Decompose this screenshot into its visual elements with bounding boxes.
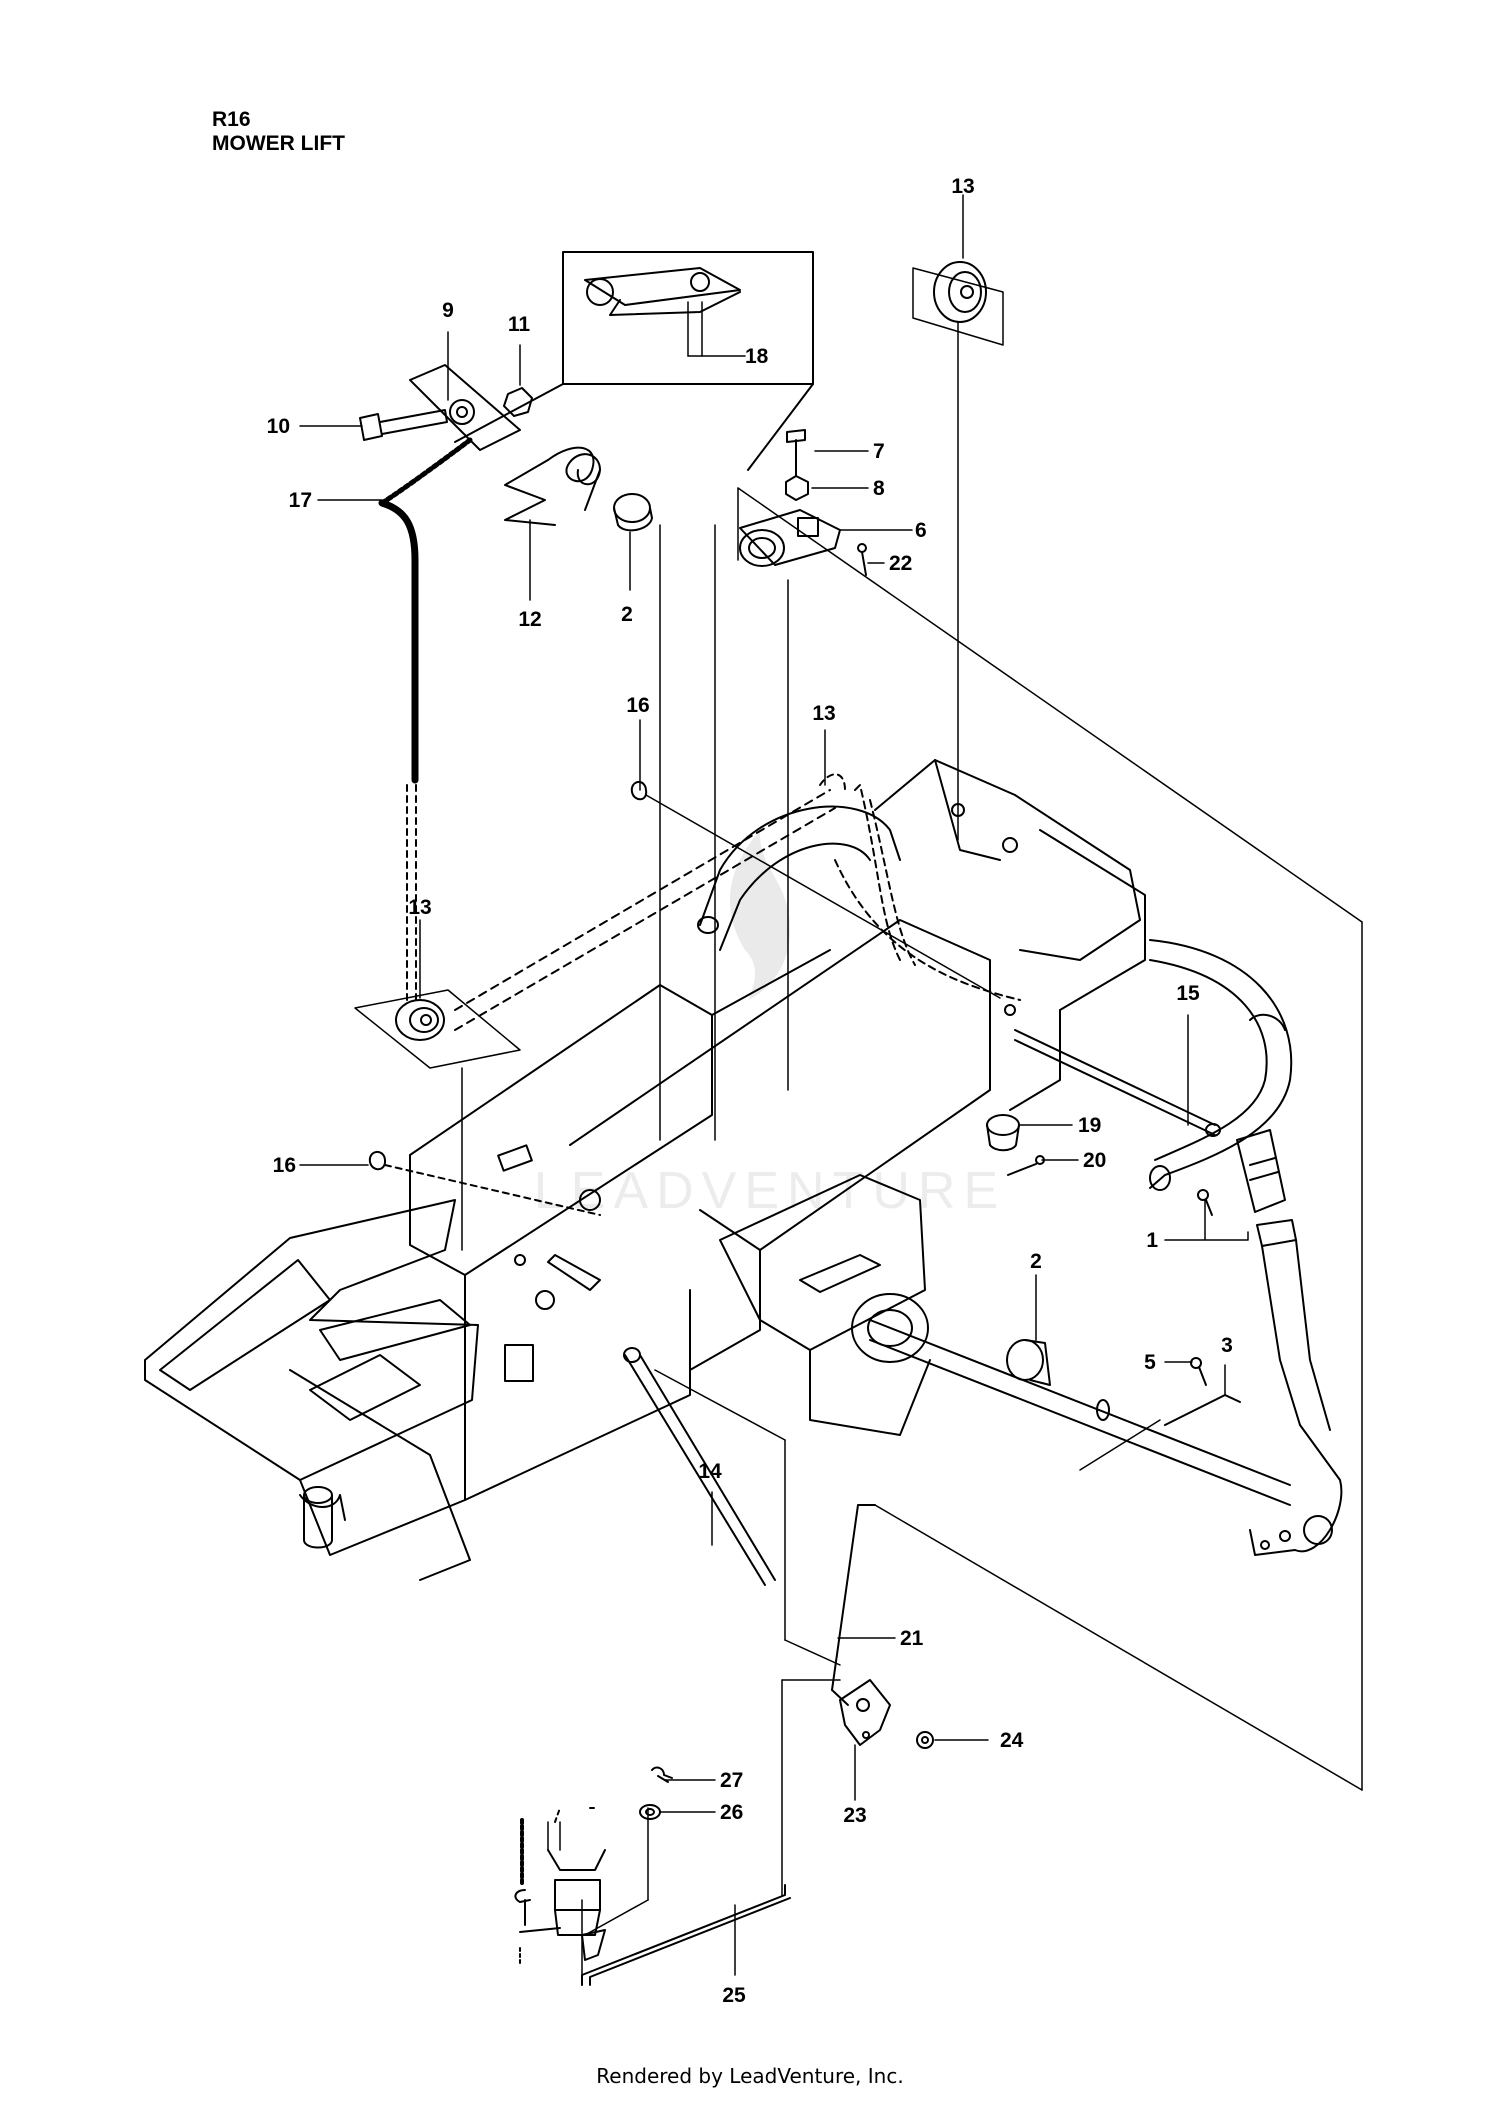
callout-5: 5 bbox=[1144, 1351, 1156, 1374]
inset-detail-box bbox=[454, 251, 814, 471]
rod-15 bbox=[1014, 1029, 1221, 1137]
callout-26: 26 bbox=[720, 1801, 743, 1824]
clip-16-upper bbox=[630, 781, 1001, 999]
nut-24 bbox=[916, 1731, 934, 1749]
callout-19: 19 bbox=[1078, 1114, 1101, 1137]
callout-2-upper: 2 bbox=[621, 603, 633, 626]
callout-17: 17 bbox=[289, 489, 312, 512]
callout-25: 25 bbox=[722, 1984, 746, 2007]
lift-handle-loop bbox=[1149, 939, 1293, 1191]
callout-22: 22 bbox=[889, 552, 912, 575]
callout-7: 7 bbox=[873, 440, 885, 463]
pulley-13-left bbox=[354, 789, 836, 1251]
callout-14: 14 bbox=[698, 1460, 722, 1483]
callout-leaders bbox=[299, 194, 1249, 1976]
pin-20 bbox=[1007, 1155, 1045, 1176]
callout-13-center: 13 bbox=[812, 702, 835, 725]
callout-18: 18 bbox=[745, 345, 769, 368]
pin-27 bbox=[651, 1766, 673, 1783]
bushing-2-upper bbox=[613, 493, 661, 1141]
clip-16-lower bbox=[368, 1151, 601, 1216]
callout-23: 23 bbox=[843, 1804, 866, 1827]
callout-9: 9 bbox=[442, 299, 454, 322]
diagram-code: R16 bbox=[212, 108, 251, 131]
callout-24: 24 bbox=[1000, 1729, 1024, 1752]
callout-12: 12 bbox=[518, 608, 541, 631]
callout-16-lower: 16 bbox=[273, 1154, 296, 1177]
leader-line bbox=[737, 487, 1363, 923]
washer-26 bbox=[639, 1804, 661, 1820]
callout-8: 8 bbox=[873, 477, 885, 500]
callout-3: 3 bbox=[1221, 1334, 1233, 1357]
bolt-5 bbox=[1190, 1357, 1207, 1386]
callout-16-upper: 16 bbox=[626, 694, 649, 717]
callout-2-lower: 2 bbox=[1030, 1250, 1042, 1273]
callout-10: 10 bbox=[267, 415, 290, 438]
callout-20: 20 bbox=[1083, 1149, 1106, 1172]
callout-13-top: 13 bbox=[951, 175, 974, 198]
callout-15: 15 bbox=[1176, 982, 1200, 1005]
rod-25 bbox=[581, 1679, 841, 1986]
footer-credit: Rendered by LeadVenture, Inc. bbox=[596, 2064, 904, 2088]
bolt-1-screw bbox=[1197, 1189, 1213, 1216]
callout-13-left: 13 bbox=[408, 896, 431, 919]
callout-6: 6 bbox=[915, 519, 927, 542]
nut-8 bbox=[785, 475, 809, 501]
link-rod-21 bbox=[831, 1504, 1363, 1791]
callout-1: 1 bbox=[1146, 1229, 1158, 1252]
lower-linkage bbox=[514, 1807, 649, 1966]
callout-numbers: 13 18 9 11 10 7 8 6 17 22 12 2 16 13 13 … bbox=[267, 175, 1233, 2007]
callout-27: 27 bbox=[720, 1769, 743, 1792]
tractor-frame bbox=[144, 759, 1146, 1581]
diagram-title: MOWER LIFT bbox=[212, 132, 345, 155]
lift-lever-1 bbox=[1236, 1129, 1343, 1556]
watermark: LEADVENTURE bbox=[534, 830, 1006, 1220]
bracket-23 bbox=[839, 1679, 891, 1746]
pulley-13-center bbox=[819, 773, 846, 791]
bolt-10 bbox=[359, 409, 448, 441]
lever-bracket-6 bbox=[739, 509, 841, 567]
lift-chain-17 bbox=[378, 437, 473, 1001]
pin-14 bbox=[623, 1347, 841, 1666]
torsion-spring-12 bbox=[504, 446, 601, 526]
bushing-19 bbox=[986, 1114, 1020, 1152]
chain-bracket-9 bbox=[409, 364, 521, 451]
watermark-text: LEADVENTURE bbox=[534, 1162, 1006, 1220]
nut-11 bbox=[503, 387, 533, 417]
pin-22 bbox=[857, 543, 867, 576]
bushing-2-lower bbox=[1006, 1339, 1051, 1386]
bolt-7 bbox=[786, 429, 806, 476]
callout-11: 11 bbox=[508, 313, 531, 336]
callout-21: 21 bbox=[900, 1627, 924, 1650]
pulley-13-upper bbox=[912, 261, 1004, 841]
